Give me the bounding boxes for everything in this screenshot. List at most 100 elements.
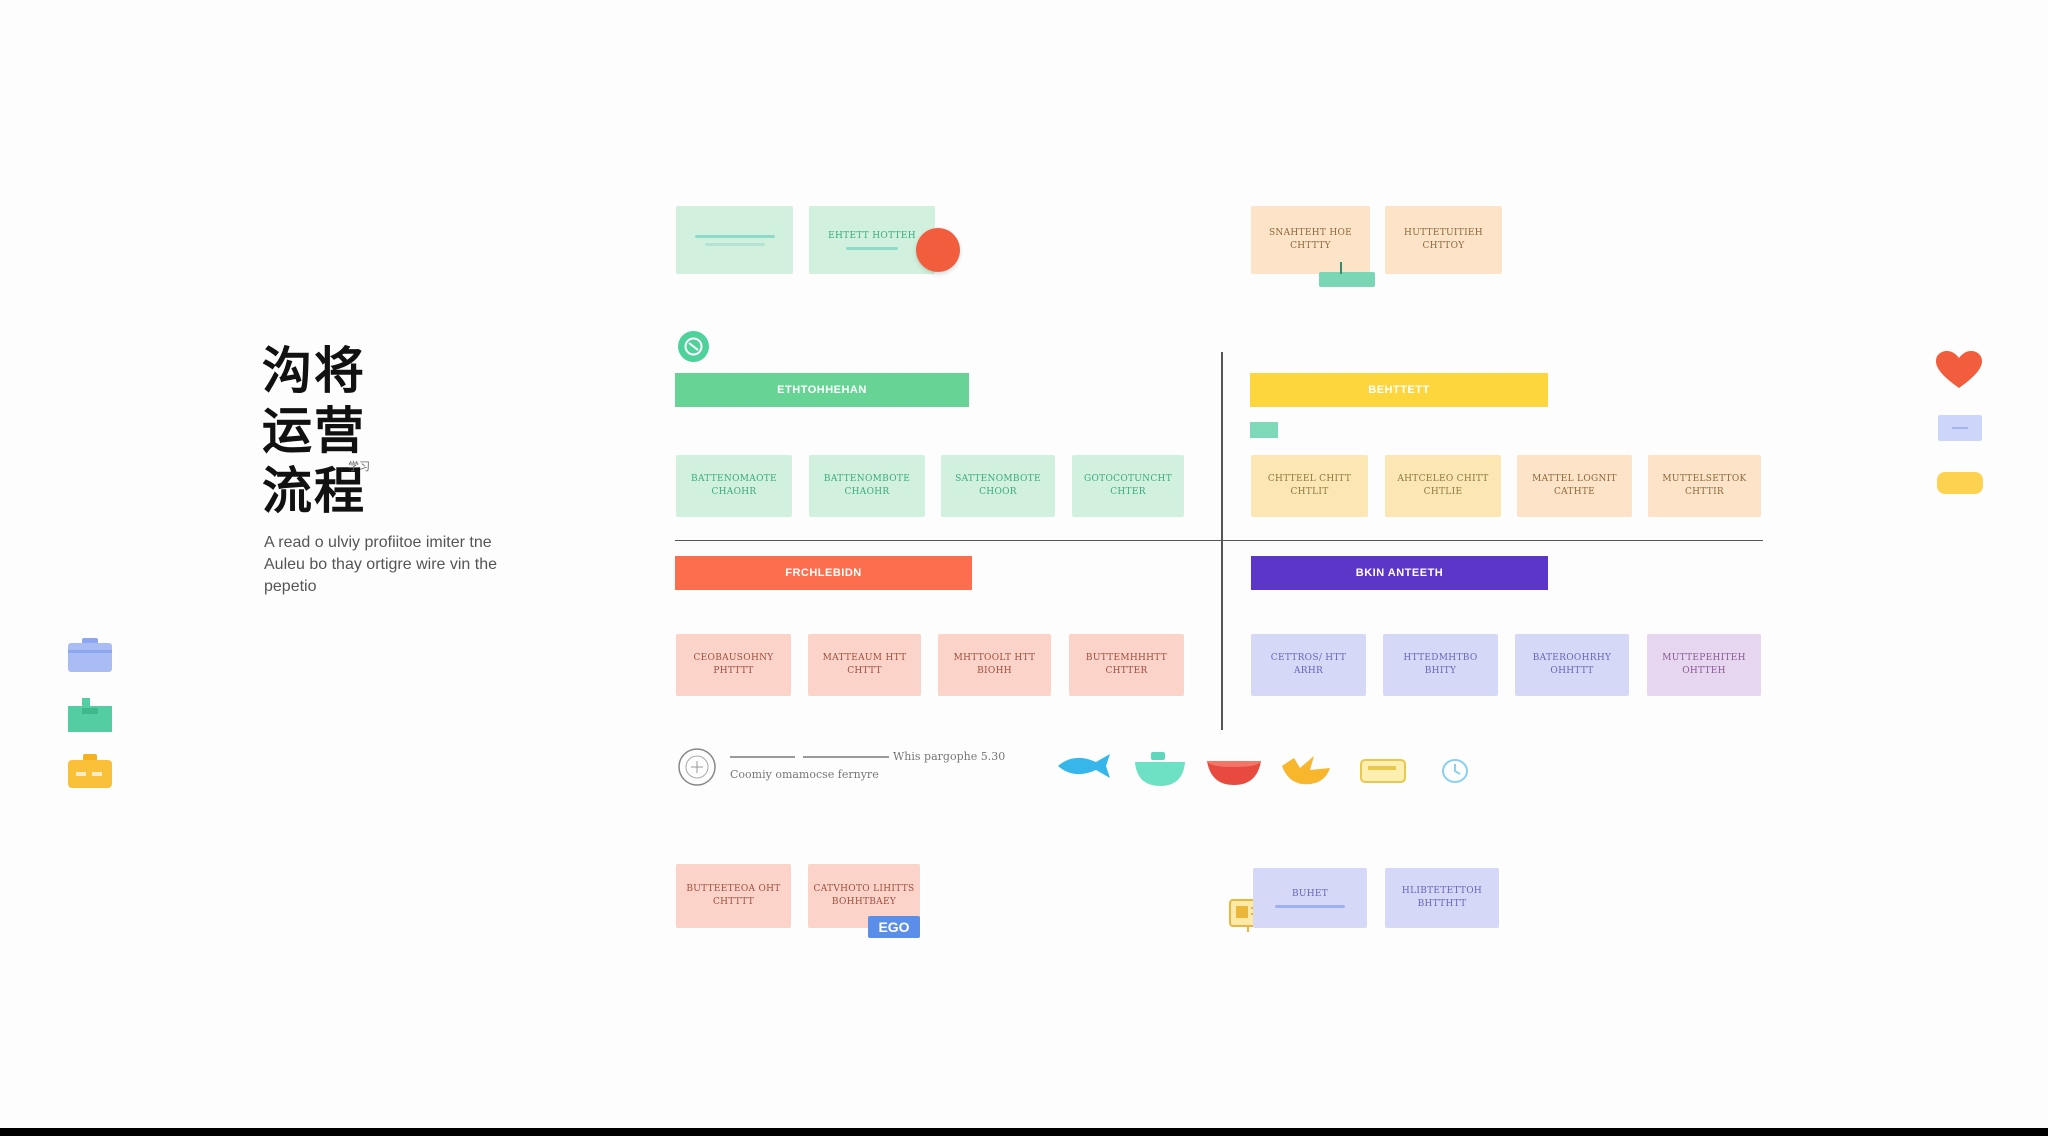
note-text: CATHTE [1553,487,1596,497]
note-text: BUTTEMHHHTT [1085,653,1168,663]
heart-icon[interactable] [1934,350,1984,395]
note-text: CETTROS/ HTT [1270,653,1347,663]
toolbox-icon[interactable] [68,754,112,788]
note-text: CHTTTY [1290,241,1331,251]
note-text: HLIBTETETTOH [1401,886,1483,896]
legend-text: Whis pargophe 5.30 [893,750,1006,763]
sticky-note[interactable]: MATTEL LOGNIT CATHTE [1517,455,1632,517]
bottom-strip-note[interactable]: BUTTEETEOA OHT CHTTTT [676,864,791,928]
note-text: OHTTEH [1682,666,1726,676]
note-text: EHTETT HOTTEH [828,231,916,241]
note-text: MUTTELSETTOK [1662,474,1747,484]
note-text: ARHR [1293,666,1324,676]
vertical-divider [1221,352,1223,730]
folder-icon[interactable] [68,698,112,732]
section-header-bottom-left[interactable]: FRCHLEBIDN [675,556,972,590]
bottom-strip-note[interactable]: HLIBTETETTOH BHTTHTT [1385,868,1499,928]
note-text: BHITY [1424,666,1457,676]
title-line-2: 运营 [262,402,366,460]
stamp-icon [677,747,717,787]
sticky-note[interactable]: GOTOCOTUNCHT CHTER [1072,455,1184,517]
note-text: OHHTTT [1550,666,1594,676]
description-line: A read o ulviy profiitoe imiter tne [264,534,492,551]
note-text: GOTOCOTUNCHT [1083,474,1172,484]
sticky-note[interactable]: CETTROS/ HTT ARHR [1251,634,1366,696]
note-text: CHTTER [1105,666,1148,676]
top-strip-note[interactable]: EHTETT HOTTEH [809,206,935,274]
note-text: BATTENOMAOTE [691,474,777,484]
note-text: BUHET [1291,889,1329,899]
note-text: CHTLIE [1423,487,1463,497]
note-text: BATEROOHRHY [1532,653,1612,663]
description-line: Auleu bo thay ortigre wire vin the [264,556,498,573]
title-note: 学习 [348,461,370,473]
top-strip-note[interactable] [676,206,793,274]
sticky-note[interactable]: MATTEAUM HTT CHTTT [808,634,921,696]
note-text: CHAOHR [711,487,757,497]
note-text: CHTTOY [1422,241,1465,251]
top-strip-note[interactable]: SNAHTEHT HOE CHTTTY [1251,206,1370,274]
sticky-note[interactable]: BATTENOMAOTE CHAOHR [676,455,792,517]
note-text: CATVHOTO LIHITTS [813,884,915,894]
note-text: HUTTETUITIEH [1404,228,1483,238]
note-text: CHTTT [847,666,882,676]
note-text: MUTTEPEHITEH [1662,653,1746,663]
clock-icon[interactable] [1440,758,1470,789]
label-badge[interactable]: EGO [868,916,920,938]
rectangle-icon[interactable] [1938,415,1982,441]
badge-icon[interactable] [678,331,709,362]
sticky-note[interactable]: MHTTOOLT HTT BIOHH [938,634,1051,696]
note-pin [1340,262,1342,274]
description: A read o ulviy profiitoe imiter tne Aule… [264,532,564,598]
title-line-1: 沟将 [262,342,366,400]
note-text: CHTTEEL CHITT [1267,474,1352,484]
section-header-top-right[interactable]: BEHTTETT [1250,373,1548,407]
bottom-strip-note[interactable]: BUHET [1253,868,1367,928]
bottom-bar [0,1128,2048,1136]
fish-icon[interactable] [1054,750,1114,787]
boat-icon[interactable] [1205,757,1263,792]
note-text: AHTCELEO CHITT [1397,474,1489,484]
note-text: MATTEL LOGNIT [1532,474,1617,484]
briefcase-icon[interactable] [68,638,112,672]
note-text: HTTEDMHTBO [1403,653,1478,663]
note-text: BUTTEETEOA OHT [686,884,781,894]
description-line: pepetio [264,578,317,595]
horizontal-divider [675,540,1763,541]
note-text: CHTTIR [1684,487,1725,497]
section-header-bottom-right[interactable]: BKIN ANTEETH [1251,556,1548,590]
note-text: CEOBAUSOHNY [693,653,774,663]
note-text: SNAHTEHT HOE [1268,228,1353,238]
note-text: BHTTHTT [1417,899,1467,909]
note-text: CHAOHR [844,487,890,497]
bird-icon[interactable] [1280,752,1332,793]
sticky-note[interactable]: AHTCELEO CHITT CHTLIE [1385,455,1501,517]
red-dot-marker[interactable] [916,228,960,272]
note-text: CHTTTT [712,897,755,907]
note-text: SATTENOMBOTE [955,474,1041,484]
title-line-3: 流程 [262,462,366,520]
top-strip-note[interactable]: HUTTETUITIEH CHTTOY [1385,206,1502,274]
section-header-top-left[interactable]: ETHTOHHEHAN [675,373,969,407]
note-text: MATTEAUM HTT [822,653,907,663]
legend-line [803,756,889,758]
sticky-note[interactable]: MUTTELSETTOK CHTTIR [1648,455,1761,517]
sticky-note[interactable]: MUTTEPEHITEH OHTTEH [1647,634,1761,696]
sticky-note[interactable]: BUTTEMHHHTT CHTTER [1069,634,1184,696]
bowl-icon[interactable] [1133,752,1187,793]
pill-icon[interactable] [1937,472,1983,494]
note-tab [1319,272,1375,287]
small-tag [1250,422,1278,438]
note-text: MHTTOOLT HTT [953,653,1036,663]
sticky-note[interactable]: HTTEDMHTBO BHITY [1383,634,1498,696]
note-text: BOHHTBAEY [831,897,897,907]
note-text: CHTER [1110,487,1146,497]
card-icon[interactable] [1359,756,1407,791]
note-text: BIOHH [977,666,1012,676]
legend-line [730,756,795,758]
sticky-note[interactable]: BATEROOHRHY OHHTTT [1515,634,1629,696]
